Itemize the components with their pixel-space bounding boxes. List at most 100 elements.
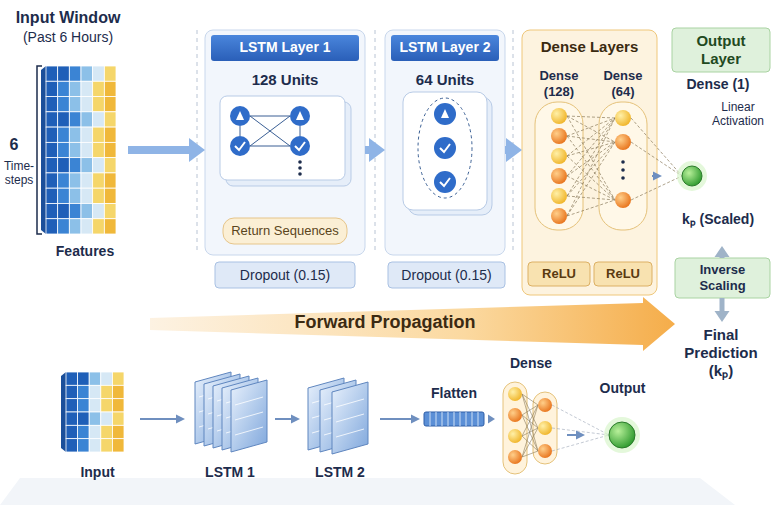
grid-cell: [81, 112, 93, 127]
arrowhead: [369, 138, 385, 162]
grid-cell: [93, 219, 105, 234]
grid-cell: [58, 142, 70, 157]
inverse-scaling-box: Inverse Scaling: [675, 258, 770, 298]
grid-cell: [93, 203, 105, 218]
flatten-cell: [466, 412, 467, 426]
feature-line: [235, 427, 263, 435]
node-text: LSTM Layer 2: [385, 39, 505, 56]
grid-cell: [46, 81, 58, 96]
grid-cell: [46, 188, 58, 203]
grid-side: [41, 66, 46, 234]
axis-label: Time- steps: [1, 160, 37, 188]
dropout-box: Dropout (0.15): [388, 262, 505, 288]
connector-arrow: [505, 138, 522, 162]
arrowhead: [176, 415, 185, 424]
weight-line: [552, 405, 609, 435]
output-node: Output: [585, 380, 660, 465]
grid-cell: [101, 385, 113, 398]
arrowhead: [715, 311, 730, 322]
lstm-cells: [434, 103, 456, 193]
grid-cell: [69, 158, 81, 173]
flatten-segments: [430, 412, 478, 426]
relu-box: [528, 262, 590, 286]
grid-cell: [78, 372, 90, 385]
grid-cell: [78, 425, 90, 438]
arrowhead: [715, 246, 730, 257]
input-tensor: Input: [55, 360, 140, 485]
grid-cell: [58, 203, 70, 218]
grid-cell: [58, 173, 70, 188]
separator: [513, 30, 514, 252]
weight-line: [522, 428, 538, 457]
grid-cell: [46, 158, 58, 173]
lstm-panel: [205, 30, 365, 255]
flatten-cell: [448, 412, 449, 426]
feature-line: [336, 414, 364, 422]
grid-cell: [81, 219, 93, 234]
grid-cell: [101, 372, 113, 385]
grid-cell: [69, 97, 81, 112]
output-neuron: [682, 166, 702, 186]
ground-plane: [0, 478, 735, 505]
connector-arrow: [275, 415, 300, 424]
grid-cell: [93, 158, 105, 173]
flatten-cell: [436, 412, 437, 426]
dense-panel: Dense LayersDense (128)ReLUDense (64)ReL…: [522, 30, 657, 295]
flatten-cell: [472, 412, 473, 426]
weight-line: [567, 118, 615, 216]
lstm-stack: LSTM 1: [185, 360, 275, 485]
flatten-cell: [478, 412, 479, 426]
grid-cell: [81, 127, 93, 142]
flatten-cell: [430, 412, 431, 426]
grid-cell: [46, 219, 58, 234]
flatten-cell: [460, 412, 461, 426]
feature-line: [235, 412, 263, 420]
connector-arrow: [365, 138, 385, 162]
grid-cell: [104, 142, 116, 157]
node-text: Linear Activation: [702, 100, 774, 129]
connector-arrow: [652, 172, 662, 181]
grid-cell: [89, 385, 101, 398]
input-window: Input Window(Past 6 Hours): [8, 8, 128, 240]
relu-box: [594, 262, 652, 286]
node-text: Output Layer: [676, 32, 766, 68]
weight-line: [567, 142, 615, 156]
grid-cell: [93, 142, 105, 157]
grid-cell: [112, 385, 124, 398]
weight-line: [567, 116, 615, 118]
separator: [375, 30, 376, 252]
forward-band: Forward Propagation: [150, 298, 675, 350]
connector-line: [140, 418, 176, 420]
cell-card: [403, 92, 487, 210]
weight-line: [631, 142, 682, 176]
grid-cell: [101, 425, 113, 438]
feature-map: [231, 380, 267, 452]
flatten-cell: [454, 412, 455, 426]
grid-cell: [78, 412, 90, 425]
dense-neurons: [551, 108, 631, 224]
input-grid: [41, 66, 116, 234]
lstm-cells: [230, 106, 310, 176]
node-text: Dense (1): [662, 76, 774, 93]
dense-connections: [567, 116, 682, 216]
node-text: Input Window: [8, 8, 128, 27]
output-header: Output Layer: [672, 28, 770, 72]
neuron-glow: [604, 417, 640, 453]
grid-cell: [93, 97, 105, 112]
grid-cell: [78, 399, 90, 412]
lstm-stack: [195, 372, 267, 452]
grid-cell: [104, 188, 116, 203]
cell-links: [240, 116, 300, 146]
node-text: Return Sequences: [223, 223, 347, 239]
arrowhead: [411, 415, 420, 424]
grid-cell: [69, 142, 81, 157]
grid-cell: [93, 66, 105, 81]
flatten-bar: [424, 412, 484, 426]
neuron-column: [503, 382, 527, 474]
feature-line: [336, 399, 364, 407]
grid-cell: [58, 127, 70, 142]
arrowhead: [291, 415, 300, 424]
grid-cell: [112, 372, 124, 385]
node-text: Dropout (0.15): [215, 267, 355, 284]
connector-arrow: [128, 138, 205, 162]
